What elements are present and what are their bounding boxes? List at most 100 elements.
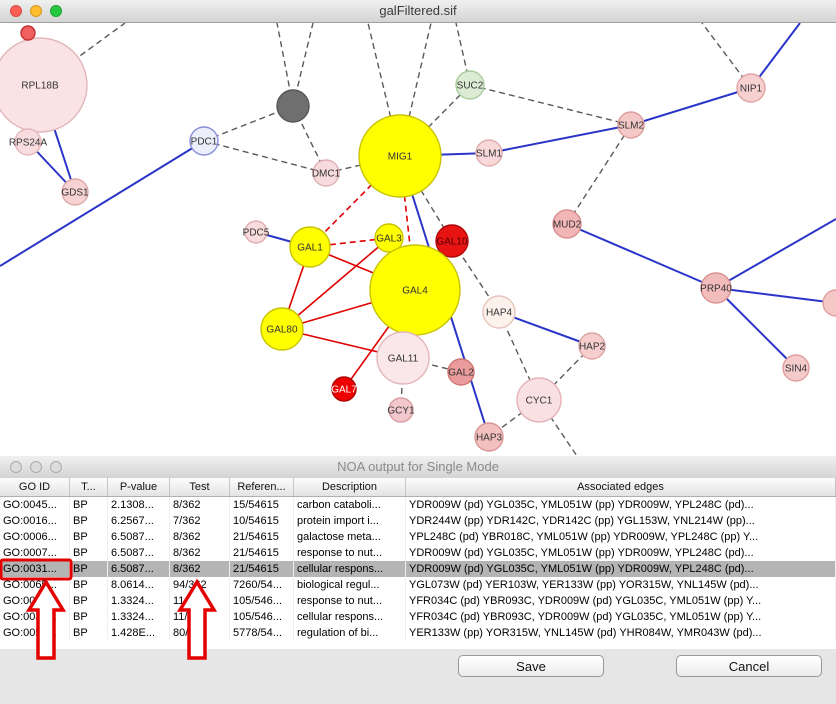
table-cell[interactable]: cellular respons... — [294, 561, 406, 577]
noa-window-titlebar[interactable]: NOA output for Single Mode — [0, 456, 836, 479]
table-cell[interactable]: GO:0006... — [0, 593, 70, 609]
table-cell[interactable]: YDR244W (pp) YDR142C, YDR142C (pp) YGL15… — [406, 513, 836, 529]
table-cell[interactable]: BP — [70, 593, 108, 609]
table-cell[interactable]: 6.5087... — [108, 561, 170, 577]
minimize-button[interactable] — [30, 461, 42, 473]
table-cell[interactable]: response to nut... — [294, 545, 406, 561]
network-node-mud2[interactable] — [552, 209, 582, 239]
zoom-button[interactable] — [50, 461, 62, 473]
network-node-slm2[interactable] — [617, 111, 645, 139]
table-cell[interactable]: BP — [70, 625, 108, 641]
table-cell[interactable]: YER133W (pp) YOR315W, YNL145W (pd) YHR08… — [406, 625, 836, 641]
table-cell[interactable]: 15/54615 — [230, 497, 294, 513]
table-cell[interactable]: response to nut... — [294, 593, 406, 609]
network-node-mig1[interactable] — [358, 114, 442, 198]
cancel-button[interactable]: Cancel — [676, 655, 822, 677]
table-cell[interactable]: 1.428E... — [108, 625, 170, 641]
column-header[interactable]: P-value — [108, 478, 170, 496]
zoom-button[interactable] — [50, 5, 62, 17]
network-node[interactable] — [276, 89, 310, 123]
table-cell[interactable]: protein import i... — [294, 513, 406, 529]
table-cell[interactable]: GO:0031... — [0, 561, 70, 577]
table-cell[interactable]: 6.5087... — [108, 529, 170, 545]
close-button[interactable] — [10, 5, 22, 17]
table-cell[interactable]: YPL248C (pd) YBR018C, YML051W (pp) YDR00… — [406, 529, 836, 545]
network-node-gal7[interactable] — [331, 376, 357, 402]
table-cell[interactable]: 1.3324... — [108, 609, 170, 625]
table-cell[interactable]: biological regul... — [294, 577, 406, 593]
network-node-hap2[interactable] — [578, 332, 606, 360]
table-cell[interactable]: BP — [70, 529, 108, 545]
network-node-pdc1[interactable] — [189, 126, 219, 156]
table-cell[interactable]: 105/546... — [230, 593, 294, 609]
network-node-suc2[interactable] — [455, 70, 485, 100]
table-cell[interactable]: BP — [70, 497, 108, 513]
network-window-titlebar[interactable]: galFiltered.sif — [0, 0, 836, 23]
network-node-gal80[interactable] — [260, 307, 304, 351]
table-cell[interactable]: 11/362 — [170, 593, 230, 609]
column-header[interactable]: Description — [294, 478, 406, 496]
table-cell[interactable]: GO:0016... — [0, 513, 70, 529]
table-cell[interactable]: regulation of bi... — [294, 625, 406, 641]
table-cell[interactable]: YDR009W (pd) YGL035C, YML051W (pp) YDR00… — [406, 545, 836, 561]
close-button[interactable] — [10, 461, 22, 473]
table-cell[interactable]: YDR009W (pd) YGL035C, YML051W (pp) YDR00… — [406, 497, 836, 513]
column-header[interactable]: Associated edges — [406, 478, 836, 496]
network-node-nip1[interactable] — [736, 73, 766, 103]
table-cell[interactable]: BP — [70, 545, 108, 561]
network-node-cyc1[interactable] — [516, 377, 562, 423]
column-header[interactable]: T... — [70, 478, 108, 496]
table-cell[interactable]: GO:0050... — [0, 625, 70, 641]
table-cell[interactable]: 8/362 — [170, 529, 230, 545]
table-cell[interactable]: 6.5087... — [108, 545, 170, 561]
table-cell[interactable]: BP — [70, 513, 108, 529]
table-cell[interactable]: 21/54615 — [230, 561, 294, 577]
table-cell[interactable]: 5778/54... — [230, 625, 294, 641]
network-node-slm1[interactable] — [475, 139, 503, 167]
table-cell[interactable]: 105/546... — [230, 609, 294, 625]
network-node[interactable] — [822, 289, 836, 317]
network-node-pdc5[interactable] — [244, 220, 268, 244]
network-node-sin4[interactable] — [782, 354, 810, 382]
table-cell[interactable]: BP — [70, 577, 108, 593]
table-cell[interactable]: 8/362 — [170, 561, 230, 577]
table-cell[interactable]: cellular respons... — [294, 609, 406, 625]
table-cell[interactable]: BP — [70, 561, 108, 577]
network-node-gal3[interactable] — [374, 223, 404, 253]
network-node-gal1[interactable] — [289, 226, 331, 268]
network-node-rpl18b[interactable] — [0, 37, 88, 133]
network-node-gal2[interactable] — [447, 358, 475, 386]
table-cell[interactable]: 21/54615 — [230, 545, 294, 561]
table-cell[interactable]: 10/54615 — [230, 513, 294, 529]
column-header[interactable]: GO ID — [0, 478, 70, 496]
table-cell[interactable]: GO:0007... — [0, 545, 70, 561]
table-cell[interactable]: 94/362 — [170, 577, 230, 593]
table-cell[interactable]: GO:0031... — [0, 609, 70, 625]
table-cell[interactable]: YDR009W (pd) YGL035C, YML051W (pp) YDR00… — [406, 561, 836, 577]
table-cell[interactable]: 21/54615 — [230, 529, 294, 545]
table-cell[interactable]: 8/362 — [170, 545, 230, 561]
minimize-button[interactable] — [30, 5, 42, 17]
network-graph[interactable]: RPL18BRPS24AGDS1PDC1DMC1MIG1SUC2SLM1SLM2… — [0, 23, 836, 457]
table-cell[interactable]: 7/362 — [170, 513, 230, 529]
table-cell[interactable]: GO:0065... — [0, 577, 70, 593]
table-cell[interactable]: galactose meta... — [294, 529, 406, 545]
network-node-gal11[interactable] — [376, 331, 430, 385]
table-cell[interactable]: 11/362 — [170, 609, 230, 625]
table-cell[interactable]: 7260/54... — [230, 577, 294, 593]
save-button[interactable]: Save — [458, 655, 604, 677]
column-header[interactable]: Referen... — [230, 478, 294, 496]
network-node-hap4[interactable] — [482, 295, 516, 329]
network-node-gcy1[interactable] — [388, 397, 414, 423]
network-node-rps24a[interactable] — [14, 128, 42, 156]
column-header[interactable]: Test — [170, 478, 230, 496]
